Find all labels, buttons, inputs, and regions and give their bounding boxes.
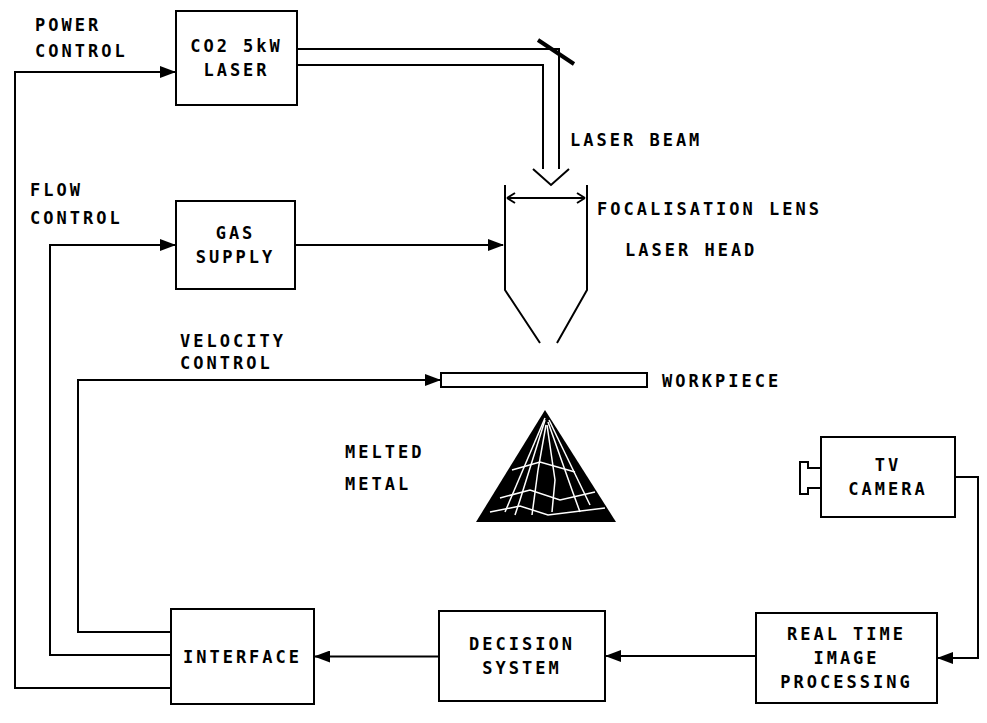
connector <box>315 656 438 657</box>
edge-label: VELOCITY CONTROL <box>180 330 310 374</box>
node-label: WORKPIECE <box>662 369 781 393</box>
node-label: TV CAMERA <box>838 453 938 501</box>
focalisation-lens <box>507 193 585 203</box>
gas-supply-box: GAS SUPPLY <box>175 200 296 290</box>
connector <box>606 656 755 657</box>
mirror <box>538 40 574 64</box>
edge-label: POWER CONTROL <box>35 12 143 64</box>
lens-outline <box>800 462 822 494</box>
edge-label: FLOW CONTROL <box>30 176 138 232</box>
node-label: LASER HEAD <box>625 238 757 262</box>
connector <box>78 380 440 632</box>
connector <box>296 245 503 246</box>
interface-box: INTERFACE <box>170 608 315 705</box>
nozzle-outline <box>505 185 587 343</box>
laser-head-outline <box>503 185 589 345</box>
melted-metal-cone <box>476 410 616 522</box>
laser-beam <box>298 49 569 185</box>
laser-head: LASER HEAD <box>503 185 589 345</box>
melted-metal-label: MELTED METAL <box>345 436 445 500</box>
lens-label: FOCALISATION LENS <box>597 197 897 221</box>
node-label: REAL TIME IMAGE PROCESSING <box>763 622 930 694</box>
laser-box: CO2 5kW LASER <box>175 10 298 106</box>
node-label: CO2 5kW LASER <box>183 34 290 82</box>
camera-box: TV CAMERA <box>820 436 956 518</box>
node-label: INTERFACE <box>183 645 302 669</box>
node-label: DECISION SYSTEM <box>446 632 598 680</box>
edge-label: LASER BEAM <box>570 128 730 152</box>
camera-lens <box>798 460 822 496</box>
processing-box: REAL TIME IMAGE PROCESSING <box>755 612 938 704</box>
connector <box>50 245 175 655</box>
decision-box: DECISION SYSTEM <box>438 610 606 702</box>
workpiece: WORKPIECE <box>440 372 648 388</box>
node-label: GAS SUPPLY <box>183 221 288 269</box>
